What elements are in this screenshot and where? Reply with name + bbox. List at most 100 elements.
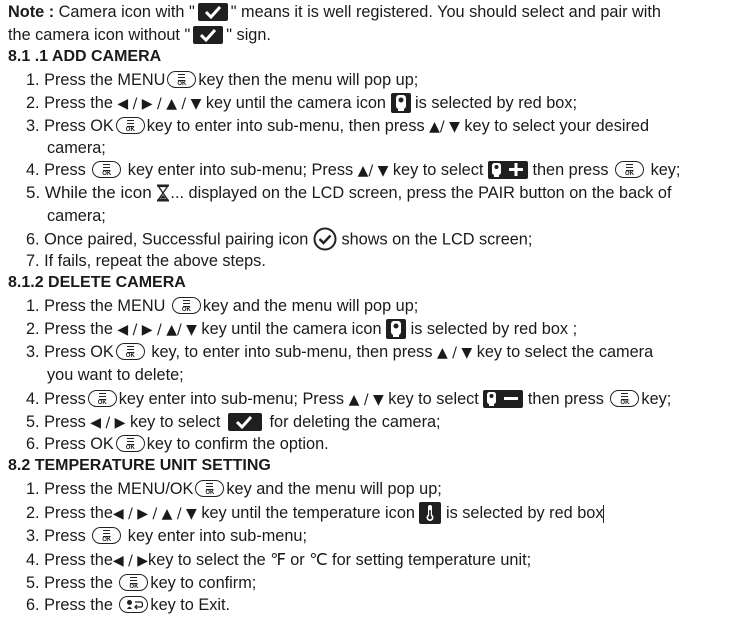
add-step-5-cont: camera; (47, 207, 106, 225)
add-step-4: 4. Press OK key enter into sub-menu; Pre… (26, 159, 680, 182)
step-text: 5. While the icon (26, 183, 152, 202)
camera-icon (386, 318, 407, 339)
step-text: 6. Press the (26, 596, 113, 614)
section-heading-delete-camera: 8.1.2 DELETE CAMERA (8, 274, 186, 291)
step-text: key to select (388, 390, 479, 408)
ok-button-icon: OK (119, 574, 149, 592)
delete-step-3: 3. Press OK OK key, to enter into sub-men… (26, 341, 653, 364)
step-text: 3. Press (26, 527, 86, 545)
step-text: is selected by red box (446, 504, 604, 522)
circle-check-icon (313, 227, 337, 251)
ok-button-icon: OK (92, 161, 122, 179)
arrow-keys: ◀ / ▶ / ▲ / ▼ (117, 96, 202, 112)
thermometer-icon (419, 501, 442, 524)
note-text: " sign. (226, 26, 271, 44)
arrow-keys: ◀ / ▶ / ▲ / ▼ (112, 506, 197, 522)
step-text: 3. Press OK (26, 343, 114, 361)
step-text: is selected by red box; (415, 94, 578, 112)
delete-step-2: 2. Press the ◀ / ▶ / ▲/ ▼ key until the … (26, 318, 577, 341)
temp-step-3: 3. Press OK key enter into sub-menu; (26, 525, 307, 547)
temp-step-6: 6. Press the key to Exit. (26, 594, 230, 616)
ok-label: OK (129, 584, 139, 591)
ok-label: OK (205, 490, 215, 497)
note-label: Note : (8, 3, 55, 21)
ok-button-icon: OK (610, 390, 640, 408)
add-step-2: 2. Press the ◀ / ▶ / ▲ / ▼ key until the… (26, 92, 577, 115)
delete-step-3-cont: you want to delete; (47, 366, 184, 384)
step-text: then press (527, 390, 604, 408)
note-line-1: Note : Camera icon with "" means it is w… (8, 1, 661, 23)
step-text: 2. Press the (26, 320, 113, 338)
ok-button-icon: OK (167, 71, 197, 89)
delete-step-5: 5. Press ◀ / ▶ key to select for deletin… (26, 411, 441, 434)
add-step-3-cont: camera; (47, 139, 106, 157)
arrow-keys: ◀ / ▶ (112, 553, 149, 569)
add-step-7: 7. If fails, repeat the above steps. (26, 252, 266, 270)
ok-label: OK (125, 353, 135, 360)
step-text: 2. Press the (26, 504, 113, 522)
temp-step-2: 2. Press the◀ / ▶ / ▲ / ▼ key until the … (26, 501, 605, 525)
temp-step-1: 1. Press the MENU/OK OK key and the menu w… (26, 478, 442, 500)
step-text: key to select your desired (464, 117, 650, 135)
step-text: key until the camera icon (201, 320, 382, 338)
add-step-5: 5. While the icon ... displayed on the L… (26, 182, 672, 204)
step-text: key and the menu will pop up; (226, 480, 442, 498)
step-text: 1. Press the MENU (26, 297, 166, 315)
step-text: ... displayed on the LCD screen, press t… (170, 184, 672, 202)
ok-button-icon: OK (171, 297, 201, 315)
ok-label: OK (177, 81, 187, 88)
step-text: key; (650, 161, 681, 179)
ok-button-icon: OK (92, 527, 122, 545)
add-step-6: 6. Once paired, Successful pairing icon … (26, 227, 532, 252)
step-text: key enter into sub-menu; Press (127, 161, 354, 179)
step-text: key to confirm; (150, 574, 257, 592)
ok-button-icon: OK (615, 161, 645, 179)
step-text: 1. Press the MENU/OK (26, 480, 194, 498)
step-text: 2. Press the (26, 94, 113, 112)
note-line-2: the camera icon without " " sign. (8, 24, 271, 46)
ok-label: OK (125, 127, 135, 134)
step-text: 6. Press OK (26, 435, 114, 453)
step-text: 3. Press OK (26, 117, 114, 135)
ok-button-icon: OK (195, 480, 225, 498)
arrow-keys: ▲/ ▼ (357, 163, 389, 179)
step-text: key until the camera icon (205, 94, 386, 112)
arrow-keys: ▲/ ▼ (429, 119, 460, 135)
step-text: key to Exit. (150, 596, 231, 614)
arrow-keys: ◀ / ▶ (90, 415, 126, 431)
ok-label: OK (125, 445, 135, 452)
camera-icon (390, 92, 411, 113)
arrow-keys: ▲ / ▼ (437, 345, 473, 361)
step-text: key then the menu will pop up; (198, 71, 419, 89)
ok-button-icon: OK (115, 435, 145, 453)
ok-label: OK (102, 171, 112, 178)
step-text: 5. Press (26, 413, 86, 431)
step-text: key to confirm the option. (146, 435, 329, 453)
step-text: key to select (392, 161, 484, 179)
note-text: the camera icon without " (8, 26, 191, 44)
delete-step-6: 6. Press OK OK key to confirm the option. (26, 433, 329, 455)
step-text: is selected by red box ; (410, 320, 578, 338)
step-text: for deleting the camera; (269, 413, 441, 431)
hourglass-icon (156, 184, 170, 202)
temp-step-4: 4. Press the◀ / ▶key to select the ℉ or … (26, 549, 531, 572)
ok-label: OK (181, 307, 191, 314)
step-text: key enter into sub-menu; Press (118, 390, 345, 408)
step-text: key to select (129, 413, 221, 431)
step-text: key; (641, 390, 672, 408)
step-text: key, to enter into sub-menu, then press (151, 343, 433, 361)
arrow-keys: ◀ / ▶ / ▲/ ▼ (117, 322, 197, 338)
step-text: key enter into sub-menu; (127, 527, 307, 545)
ok-label: OK (97, 400, 107, 407)
ok-button-icon: OK (87, 390, 117, 408)
ok-label: OK (102, 537, 112, 544)
step-text: then press (532, 161, 609, 179)
step-text: 5. Press the (26, 574, 113, 592)
ok-label: OK (620, 400, 630, 407)
step-text: key to select the camera (476, 343, 654, 361)
arrow-keys: ▲ / ▼ (348, 392, 384, 408)
camera-remove-icon (483, 389, 524, 408)
